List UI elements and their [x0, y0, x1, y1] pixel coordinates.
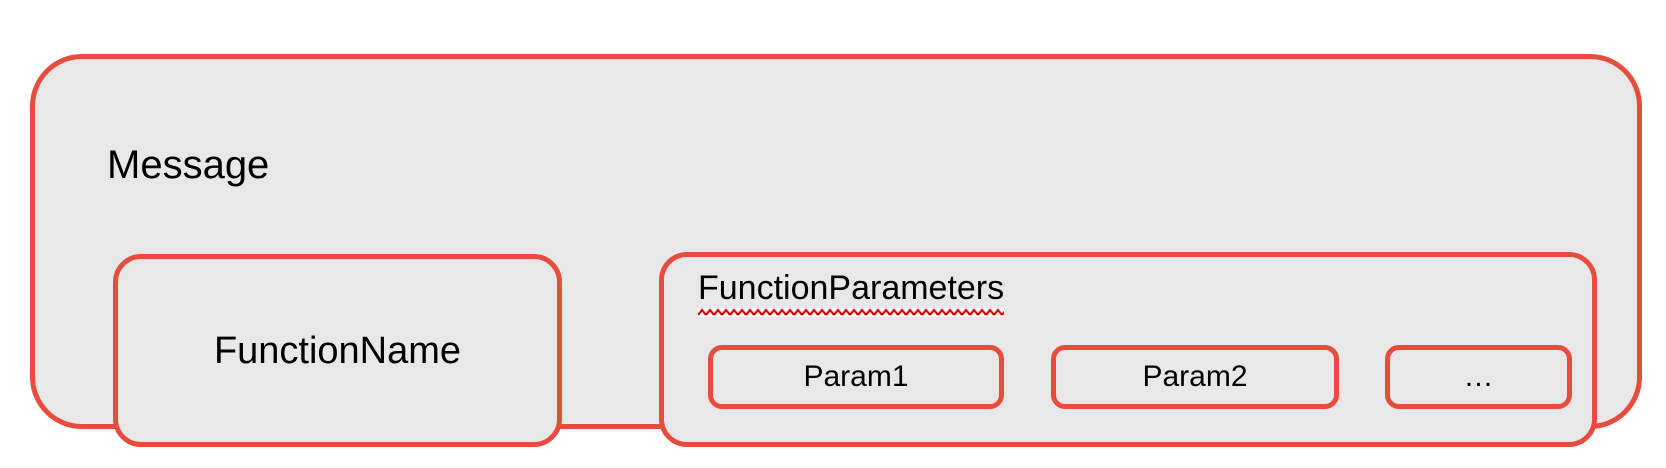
param1-box: Param1	[708, 345, 1004, 409]
param2-label: Param2	[1142, 360, 1248, 393]
function-parameters-box: FunctionParameters Param1 Param2	[659, 252, 1597, 447]
function-parameters-label: FunctionParameters	[698, 269, 1005, 307]
spellcheck-squiggle-underline	[698, 308, 1005, 317]
param2-box: Param2	[1051, 345, 1339, 409]
param-ellipsis-box: …	[1385, 345, 1572, 409]
function-parameters-label-group: FunctionParameters	[698, 269, 1005, 317]
function-name-box: FunctionName	[113, 254, 562, 447]
message-box: Message FunctionName FunctionParameters	[30, 54, 1642, 447]
function-name-label: FunctionName	[213, 329, 462, 372]
param-ellipsis-label: …	[1463, 360, 1494, 393]
message-label: Message	[107, 143, 270, 187]
param1-label: Param1	[803, 360, 909, 393]
